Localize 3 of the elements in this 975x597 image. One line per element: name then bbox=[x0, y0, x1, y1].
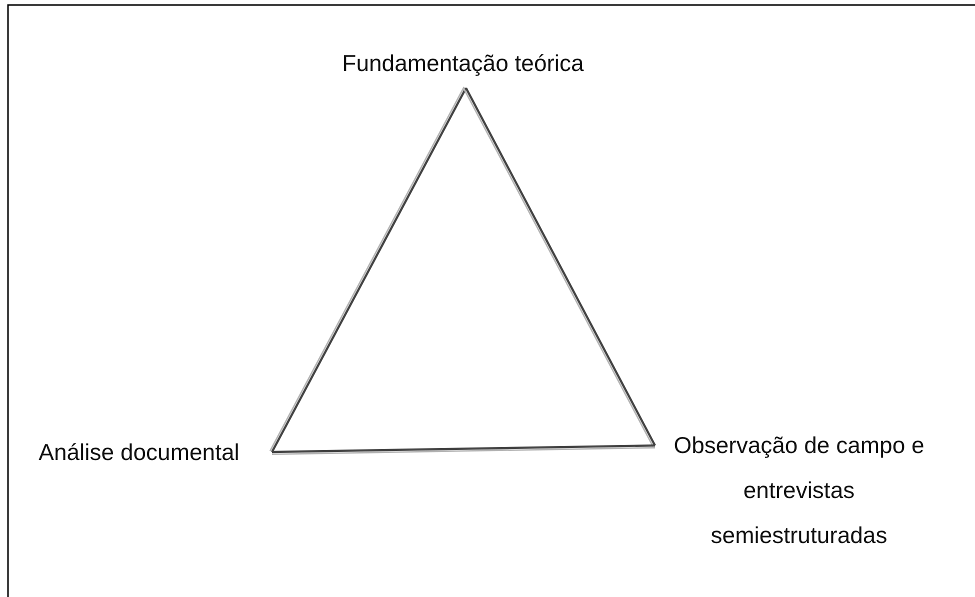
vertex-label: Fundamentação teórica bbox=[341, 49, 585, 78]
vertex-label: Observação de campo e entrevistas semiestruturadas bbox=[672, 431, 926, 550]
vertex-label: Análise documental bbox=[38, 438, 240, 467]
